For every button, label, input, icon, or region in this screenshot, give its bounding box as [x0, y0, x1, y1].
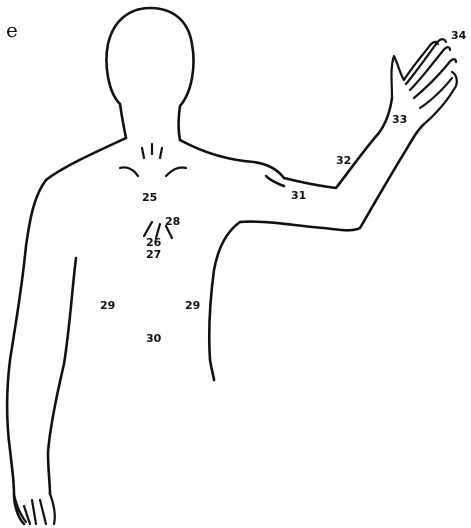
label-32: 32 — [336, 154, 351, 167]
label-31: 31 — [291, 189, 306, 202]
left-arm-outline — [7, 138, 126, 524]
right-fingertips — [428, 39, 456, 64]
neck-right-outline — [179, 106, 181, 140]
left-clavicle-mark — [120, 167, 138, 176]
label-25: 25 — [142, 191, 157, 204]
label-27: 27 — [146, 248, 161, 261]
label-34: 34 — [451, 29, 467, 42]
label-28: 28 — [165, 215, 180, 228]
right-axilla-outline — [266, 176, 284, 186]
panel-label: e — [6, 18, 18, 42]
right-clavicle-mark — [166, 167, 186, 176]
neck-left-outline — [120, 104, 126, 138]
label-33: 33 — [392, 113, 407, 126]
torso-right-outline — [209, 222, 240, 380]
head-outline — [107, 8, 194, 106]
right-hand-outline — [392, 44, 457, 124]
right-shoulder-outline — [180, 140, 284, 178]
label-30: 30 — [146, 332, 162, 345]
label-29-left: 29 — [100, 299, 115, 312]
left-inner-arm-outline — [48, 258, 76, 494]
right-upper-arm-top-outline — [284, 98, 392, 188]
label-29-right: 29 — [185, 299, 200, 312]
sternal-notch-marks — [142, 144, 162, 158]
